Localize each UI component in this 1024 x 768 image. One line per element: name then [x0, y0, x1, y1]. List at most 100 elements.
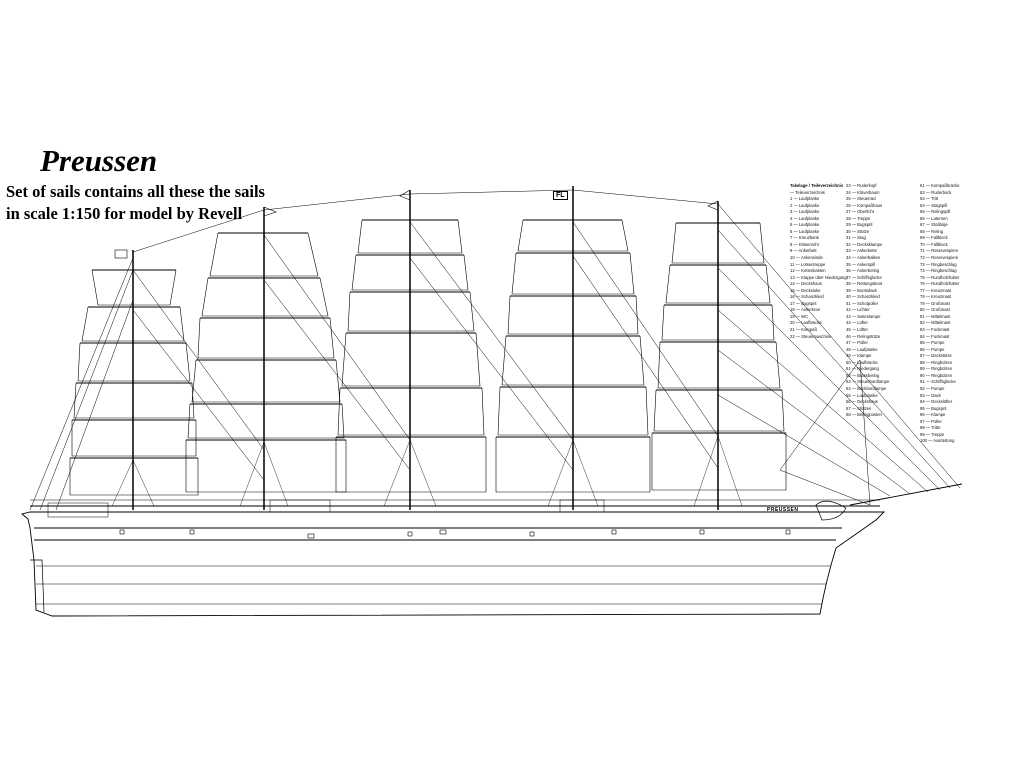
legend-item: 70 — Fallblock: [920, 241, 948, 247]
legend-item: 17 — Bugsprit: [790, 300, 817, 306]
legend-item: 43 — Seitenlampe: [846, 313, 881, 319]
legend-item: 24 — Klüverbaum: [846, 189, 880, 195]
legend-item: 33 — Ankerkette: [846, 248, 877, 254]
legend-item: 57 — Stützen: [846, 405, 872, 411]
legend-column-1: Takelage / Teileverzeichnis — Teileverze…: [790, 183, 847, 340]
legend-item: 58 — Beringposten: [846, 412, 882, 418]
hull-name-label: PREUSSEN: [767, 507, 799, 513]
legend-item: 97 — Poller: [920, 418, 942, 424]
legend-item: 98 — Tritte: [920, 425, 941, 431]
legend-item: 79 — Großmast: [920, 300, 950, 306]
legend-item: 50 — Laufbrücke: [846, 359, 878, 365]
legend-item: 44 — Lüfter: [846, 320, 868, 326]
legend-item: 25 — Steuerrad: [846, 196, 876, 202]
subtitle-line-2: in scale 1:150 for model by Revell: [6, 204, 243, 223]
legend-item: 89 — Ringbolzen: [920, 366, 953, 372]
legend-item: 51 — Niedergang: [846, 366, 879, 372]
flag-label-fl: FL: [553, 191, 568, 200]
legend-item: 99 — Treppe: [920, 431, 945, 437]
legend-item: 84 — Fockmast: [920, 333, 950, 339]
legend-header: Takelage / Teileverzeichnis: [790, 183, 844, 188]
legend-item: 74 — Ringbeschlag: [920, 268, 957, 274]
legend-item: 8 — Klüsenrohr: [790, 241, 820, 247]
legend-item: 45 — Lüfter: [846, 327, 868, 333]
legend-item: — Teileverzeichnis: [790, 189, 825, 195]
legend-item: 54 — Backbordlampe: [846, 385, 887, 391]
legend-item: 34 — Ankerbalken: [846, 255, 881, 261]
legend-item: 27 — Oberlicht: [846, 209, 874, 215]
legend-item: 7 — Kreuzbank: [790, 235, 819, 241]
legend-item: 76 — Rundholzhalter: [920, 281, 960, 287]
legend-item: 32 — Decksklampe: [846, 241, 883, 247]
legend-item: 29 — Bugsprit: [846, 222, 873, 228]
legend-item: 61 — Kompaßbrücke: [920, 183, 960, 188]
legend-item: 48 — Laufplanke: [846, 346, 878, 352]
legend-item: 23 — Ruderkopf: [846, 183, 877, 188]
legend-item: 91 — Schiffsglocke: [920, 379, 956, 385]
legend-item: 19 — WC: [790, 313, 809, 319]
legend-item: 90 — Ringbolzen: [920, 372, 953, 378]
legend-item: 75 — Rundholzhalter: [920, 274, 960, 280]
shrouds: [111, 435, 743, 507]
legend-item: 40 — Schanzkleid: [846, 294, 880, 300]
legend-item: 15 — Decksluke: [790, 287, 821, 293]
legend-item: 26 — Kompaßhaus: [846, 202, 883, 208]
legend-item: 80 — Großmast: [920, 307, 950, 313]
legend-item: 83 — Fockmast: [920, 327, 950, 333]
legend-item: 53 — Steuerbordlampe: [846, 379, 890, 385]
legend-item: 16 — Schanzkleid: [790, 294, 824, 300]
legend-item: 22 — Steuermaschine: [790, 333, 832, 339]
legend-item: 42 — Lichter: [846, 307, 870, 313]
legend-item: 37 — Schiffsglocke: [846, 274, 882, 280]
legend-item: 1 — Laufplanke: [790, 196, 820, 202]
legend-item: 55 — Laufplanke: [846, 392, 878, 398]
legend-item: 35 — Ankerspill: [846, 261, 876, 267]
legend-item: 5 — Laufplanke: [790, 222, 820, 228]
legend-item: 62 — Ruderbock: [920, 189, 952, 195]
rigging-stays: [29, 189, 963, 511]
legend-item: 3 — Laufplanke: [790, 209, 820, 215]
legend-item: 10 — Ankerwinde: [790, 255, 823, 261]
legend-item: 49 — Klampe: [846, 353, 872, 359]
legend-item: 12 — Kettenkasten: [790, 268, 826, 274]
legend-item: 81 — Mittelmast: [920, 313, 951, 319]
legend-item: 6 — Laufplanke: [790, 228, 820, 234]
legend-item: 56 — Deckshaus: [846, 399, 878, 405]
legend-item: 18 — Ankerkran: [790, 307, 821, 313]
legend-item: 31 — Stag: [846, 235, 866, 241]
legend-item: 47 — Poller: [846, 340, 868, 346]
legend-item: 39 — Bootsdavit: [846, 287, 877, 293]
legend-item: 28 — Treppe: [846, 215, 871, 221]
masts: [132, 186, 719, 510]
legend-item: 96 — Klampe: [920, 412, 946, 418]
legend-item: 64 — Stagspill: [920, 202, 947, 208]
sail-outlines: [69, 219, 787, 496]
legend-item: 11 — Lotsentreppe: [790, 261, 826, 267]
legend-item: 93 — Davit: [920, 392, 941, 398]
legend-item: 94 — Deckslüfter: [920, 399, 953, 405]
legend-item: 21 — Kompaß: [790, 327, 817, 333]
legend-item: 100 — Ausrüstung: [920, 438, 955, 444]
legend-item: 41 — Schotpoller: [846, 300, 879, 306]
legend-item: 20 — Laufbrücke: [790, 320, 822, 326]
legend-item: 95 — Bugsprit: [920, 405, 947, 411]
legend-item: 82 — Mittelmast: [920, 320, 951, 326]
pennants: [114, 189, 719, 259]
legend-item: 78 — Kreuzmast: [920, 294, 952, 300]
legend-item: 9 — Ankerbett: [790, 248, 817, 254]
legend-item: 68 — Reling: [920, 228, 944, 234]
subtitle: Set of sails contains all these the sail…: [6, 181, 265, 225]
legend-item: 30 — Stütze: [846, 228, 870, 234]
legend-item: 73 — Ringbeschlag: [920, 261, 957, 267]
legend-item: 71 — Reservespiere: [920, 248, 959, 254]
legend-item: 13 — Klappe über Niedergang: [790, 274, 847, 280]
legend-item: 14 — Deckshaus: [790, 281, 822, 287]
legend-item: 52 — Brassbeting: [846, 372, 880, 378]
legend-item: 69 — Fallblock: [920, 235, 948, 241]
legend-item: 67 — Stoßtalje: [920, 222, 948, 228]
legend-item: 4 — Laufplanke: [790, 215, 820, 221]
legend-item: 87 — Deckstütze: [920, 353, 952, 359]
yards: [70, 219, 786, 459]
